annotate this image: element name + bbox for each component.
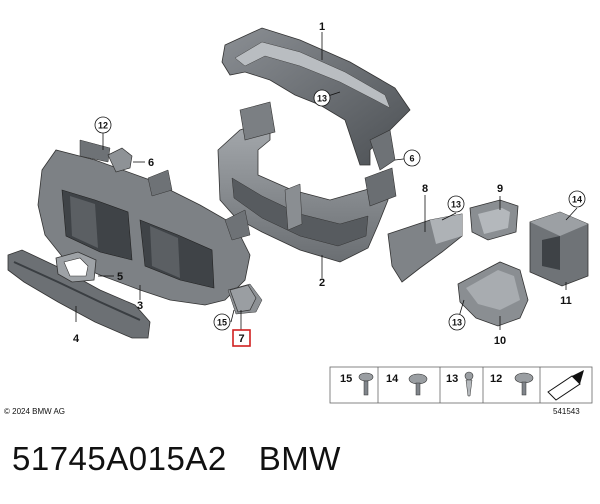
part-number: 51745A015A2 [12,440,227,477]
callout-3: 3 [137,300,143,312]
part-footer: 51745A015A2 BMW [12,440,341,478]
part-6-clip [107,147,133,173]
callout-12: 12 [98,121,108,131]
legend-15: 15 [340,373,352,385]
nut-14-icon [408,373,428,396]
fastener-legend: 15 14 13 12 [329,366,593,404]
callout-13-top: 13 [317,94,327,104]
callout-2: 2 [319,277,325,289]
callout-8: 8 [422,183,428,195]
part-8-air-guide [387,213,463,283]
callout-7-highlight[interactable]: 7 [232,329,251,347]
parts-diagram: 1 2 3 4 5 6 8 9 10 11 7 12 13 6 13 14 13… [4,21,593,416]
part-11-box-duct [529,211,589,287]
callout-14: 14 [572,195,582,205]
part-5-bracket [55,251,97,283]
callout-7: 7 [238,333,244,345]
callout-4: 4 [73,333,80,345]
callout-6-circle: 6 [409,154,414,164]
callout-6: 6 [148,157,154,169]
callout-13-mid: 13 [451,200,461,210]
legend-13: 13 [446,373,458,385]
callout-9: 9 [497,183,503,195]
clip-13-icon [464,371,474,397]
part-10-air-guide [457,261,529,327]
callout-13-low: 13 [452,318,462,328]
arrow-icon [547,370,584,401]
callout-1: 1 [319,21,325,33]
part-9-duct [469,199,519,241]
screw-12-icon [514,372,534,396]
figure-number: 541543 [553,407,580,416]
copyright: © 2024 BMW AG [4,407,65,416]
legend-12: 12 [490,373,502,385]
brand-name: BMW [258,440,341,477]
screw-15-icon [358,372,374,396]
plain-callouts: 1 2 3 4 5 6 8 9 10 11 [73,21,572,347]
callout-5: 5 [117,271,123,283]
circled-callouts: 12 13 6 13 14 13 15 [94,89,586,331]
callout-10: 10 [494,335,506,347]
part-7-bracket [229,284,257,313]
part-2-lower-duct [217,101,397,263]
callout-11: 11 [560,295,572,307]
callout-15: 15 [217,318,227,328]
legend-14: 14 [386,373,399,385]
